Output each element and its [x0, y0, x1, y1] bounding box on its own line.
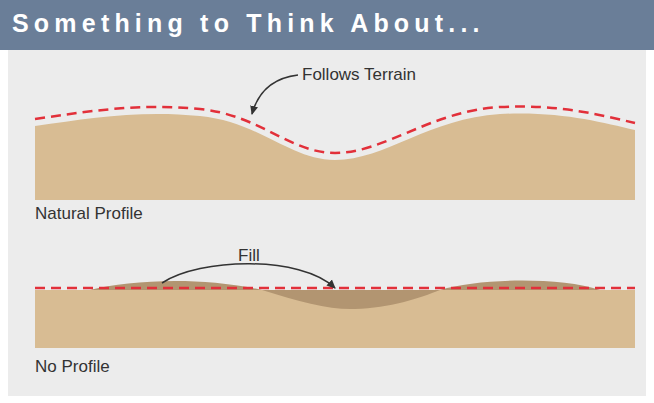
fill-soil — [262, 290, 440, 309]
callout-label: Follows Terrain — [302, 65, 416, 85]
header-title: Something to Think About... — [12, 9, 485, 38]
base-terrain — [35, 290, 635, 348]
natural-terrain — [35, 113, 635, 200]
leader-arrow — [252, 75, 298, 114]
callout-label: Fill — [238, 246, 260, 266]
profile-line — [35, 106, 635, 153]
profile-caption: Natural Profile — [35, 204, 143, 224]
leader-arrow — [162, 264, 335, 288]
profile-caption: No Profile — [35, 357, 110, 377]
